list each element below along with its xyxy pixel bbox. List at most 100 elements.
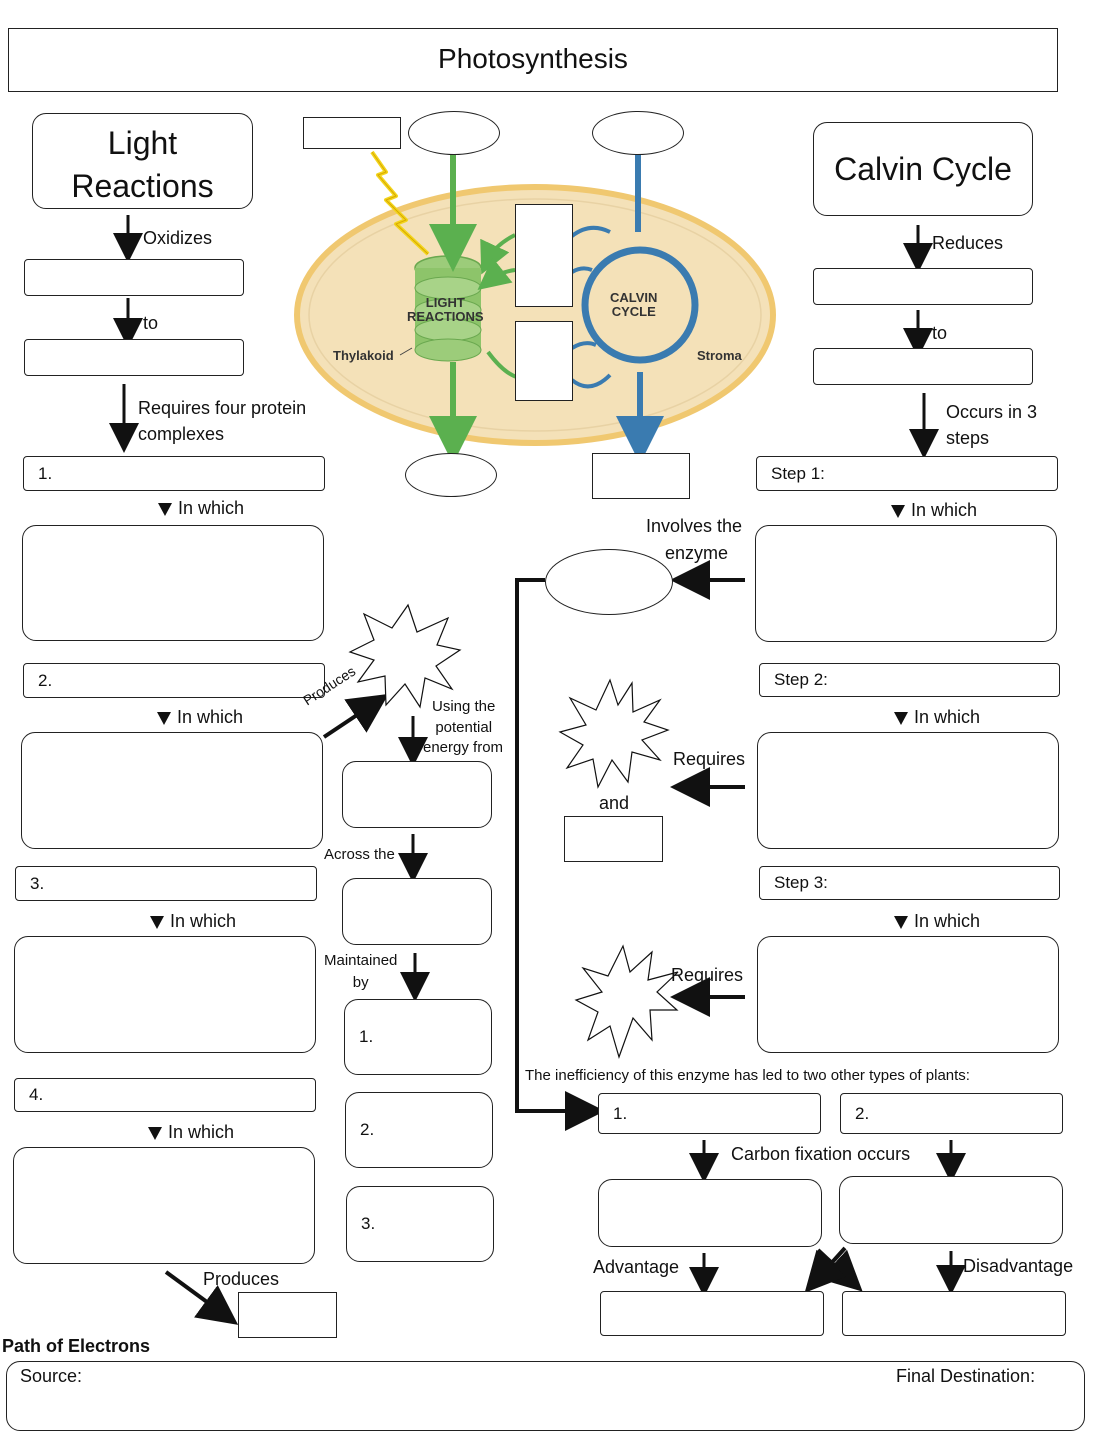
adp-nadp-box[interactable] bbox=[515, 321, 573, 401]
chloroplast-inner bbox=[308, 198, 762, 432]
step-1-detail-box[interactable] bbox=[755, 525, 1057, 642]
involves-label-2: enzyme bbox=[665, 543, 729, 563]
maintained-number-3: 3. bbox=[361, 1214, 376, 1233]
triangle-down-icon bbox=[157, 712, 171, 725]
maintained-number-1: 1. bbox=[359, 1027, 374, 1046]
maintained-box-1[interactable]: 1. bbox=[344, 999, 492, 1075]
maintained-number-2: 2. bbox=[360, 1120, 375, 1139]
carbon-fixation-box-2[interactable] bbox=[839, 1176, 1063, 1244]
triangle-down-icon bbox=[891, 505, 905, 518]
in-which-label: In which bbox=[894, 911, 980, 933]
requires-label-step3: Requires bbox=[671, 965, 744, 985]
light-input-box[interactable] bbox=[303, 117, 401, 149]
electron-path-box[interactable]: Source: Final Destination: bbox=[6, 1361, 1085, 1431]
sugar-output-box[interactable] bbox=[592, 453, 690, 499]
step-1-box[interactable]: Step 1: bbox=[756, 456, 1058, 491]
potential-energy-box[interactable] bbox=[342, 761, 492, 828]
complex-3-box[interactable]: 3. bbox=[15, 866, 317, 901]
light-reactions-line2: Reactions bbox=[71, 168, 214, 205]
requires-label-step2: Requires bbox=[673, 749, 746, 769]
reduces-box[interactable] bbox=[813, 268, 1033, 305]
calvin-cycle-circle bbox=[581, 246, 699, 364]
carbon-fixation-label: Carbon fixation occurs bbox=[731, 1144, 911, 1164]
complex-2-number: 2. bbox=[38, 670, 53, 690]
starburst-1 bbox=[348, 603, 462, 709]
in-which-label: In which bbox=[157, 707, 243, 729]
membrane-box[interactable] bbox=[342, 878, 492, 945]
complex-4-detail-box[interactable] bbox=[13, 1147, 315, 1264]
complex-4-number: 4. bbox=[29, 1085, 44, 1104]
step-1-label: Step 1: bbox=[771, 463, 825, 483]
destination-label: Final Destination: bbox=[896, 1366, 1036, 1386]
in-which-label: In which bbox=[158, 498, 244, 520]
to-label-right: to bbox=[932, 323, 948, 343]
step-3-detail-box[interactable] bbox=[757, 936, 1059, 1053]
plant-type-2-number: 2. bbox=[855, 1103, 870, 1123]
enzyme-oval[interactable] bbox=[545, 549, 673, 615]
page-title: Photosynthesis bbox=[438, 43, 628, 74]
oxidizes-label: Oxidizes bbox=[143, 228, 213, 248]
oxidizes-box[interactable] bbox=[24, 259, 244, 296]
plant-type-1-number: 1. bbox=[613, 1103, 628, 1123]
in-which-label: In which bbox=[894, 707, 980, 729]
carbon-fixation-box-1[interactable] bbox=[598, 1179, 822, 1247]
light-reactions-header: Light Reactions bbox=[32, 113, 253, 209]
triangle-down-icon bbox=[150, 916, 164, 929]
plant-type-1-box[interactable]: 1. bbox=[598, 1093, 821, 1134]
in-which-label: In which bbox=[891, 500, 977, 522]
water-input-oval[interactable] bbox=[408, 111, 500, 155]
advantage-box[interactable] bbox=[600, 1291, 824, 1336]
in-which-label: In which bbox=[148, 1122, 234, 1144]
step-3-box[interactable]: Step 3: bbox=[759, 866, 1060, 900]
complex-2-detail-box[interactable] bbox=[21, 732, 323, 849]
complex-1-detail-box[interactable] bbox=[22, 525, 324, 641]
path-of-electrons-label: Path of Electrons bbox=[2, 1336, 151, 1356]
complex-1-box[interactable]: 1. bbox=[23, 456, 325, 491]
occurs-label-2: steps bbox=[946, 428, 990, 448]
complex-4-box[interactable]: 4. bbox=[14, 1078, 316, 1112]
maintained-box-2[interactable]: 2. bbox=[345, 1092, 493, 1168]
atp-nadph-box[interactable] bbox=[515, 204, 573, 307]
step-2-detail-box[interactable] bbox=[757, 732, 1059, 849]
to-label-left: to bbox=[143, 313, 159, 333]
oxygen-output-oval[interactable] bbox=[405, 453, 497, 497]
starburst-3 bbox=[574, 944, 679, 1059]
advantage-label: Advantage bbox=[593, 1257, 680, 1277]
disadvantage-box[interactable] bbox=[842, 1291, 1066, 1336]
involves-label: Involves the bbox=[646, 516, 743, 536]
complex-3-detail-box[interactable] bbox=[14, 936, 316, 1053]
triangle-down-icon bbox=[158, 503, 172, 516]
light-reactions-line1: Light bbox=[107, 125, 178, 161]
complex-2-box[interactable]: 2. bbox=[23, 663, 325, 698]
requires-and-box[interactable] bbox=[564, 816, 663, 862]
and-label: and bbox=[599, 793, 630, 813]
source-label: Source: bbox=[20, 1366, 83, 1386]
to-box-right[interactable] bbox=[813, 348, 1033, 385]
triangle-down-icon bbox=[894, 916, 908, 929]
produces-label-left: Produces bbox=[203, 1269, 280, 1289]
complex-1-number: 1. bbox=[38, 463, 53, 483]
plant-type-2-box[interactable]: 2. bbox=[840, 1093, 1063, 1134]
produces-box-left[interactable] bbox=[238, 1292, 337, 1338]
calvin-cycle-title: Calvin Cycle bbox=[834, 151, 1012, 187]
step-2-box[interactable]: Step 2: bbox=[759, 663, 1060, 697]
disadvantage-label: Disadvantage bbox=[963, 1256, 1074, 1276]
title-box: Photosynthesis bbox=[8, 28, 1058, 92]
to-box-left[interactable] bbox=[24, 339, 244, 376]
using-energy-label-3: energy from bbox=[423, 739, 504, 756]
in-which-label: In which bbox=[150, 911, 236, 933]
maintained-box-3[interactable]: 3. bbox=[346, 1186, 494, 1262]
complex-3-number: 3. bbox=[30, 873, 45, 893]
triangle-down-icon bbox=[894, 712, 908, 725]
occurs-label: Occurs in 3 bbox=[946, 402, 1038, 422]
enzyme-connector bbox=[515, 578, 605, 1131]
co2-input-oval[interactable] bbox=[592, 111, 684, 155]
stroma-label: Stroma bbox=[697, 348, 742, 363]
thylakoid-label: Thylakoid bbox=[333, 348, 394, 363]
across-label: Across the bbox=[324, 846, 395, 863]
calvin-cycle-header: Calvin Cycle bbox=[813, 122, 1033, 216]
